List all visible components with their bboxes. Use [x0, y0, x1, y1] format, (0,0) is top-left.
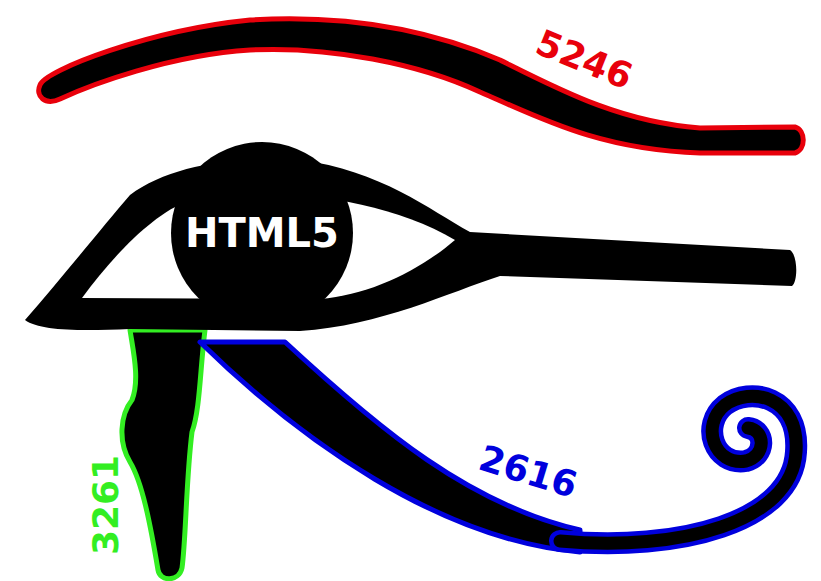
- rfc-number: 3261: [88, 455, 124, 555]
- eye-outline: [25, 159, 796, 331]
- tail-spiral-outline: [560, 396, 796, 543]
- tear-drop: [122, 330, 205, 579]
- tail-body: [200, 342, 580, 552]
- rfc-number: 2616: [475, 440, 581, 504]
- tail-spiral: [560, 396, 796, 543]
- pupil-circle: HTML5: [171, 142, 353, 324]
- eyebrow: [39, 19, 804, 153]
- pupil-label: HTML5: [185, 210, 339, 256]
